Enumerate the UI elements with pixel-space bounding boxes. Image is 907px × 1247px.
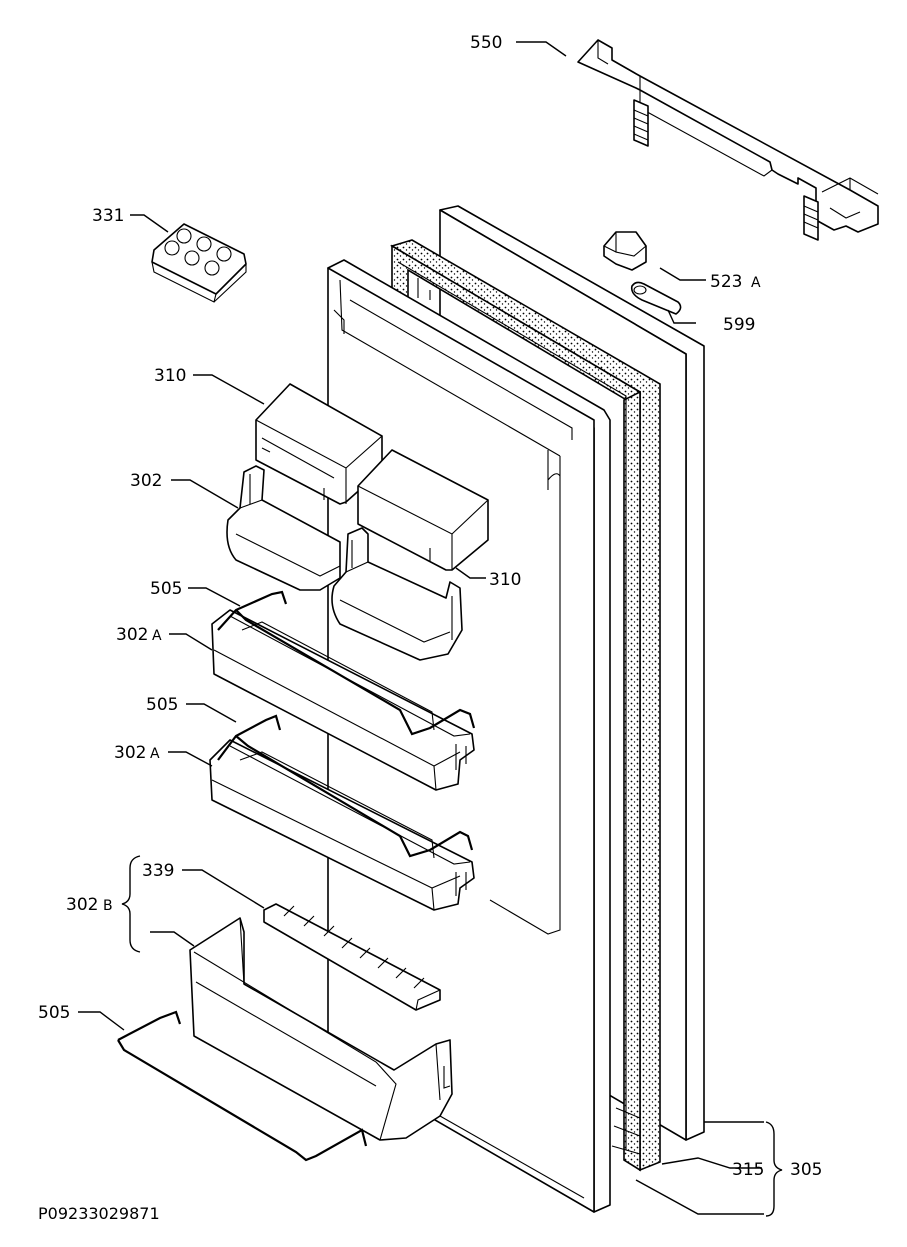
dairy-compartment-left: [226, 465, 341, 591]
label-315: 315: [732, 1160, 764, 1180]
label-302b-suffix: B: [103, 898, 113, 914]
label-505-bottom: 505: [38, 1003, 70, 1023]
door-gasket: [390, 239, 661, 1172]
leader-lines: [78, 41, 783, 1217]
hinge-pin: [630, 281, 682, 315]
dairy-lid-right: [357, 449, 489, 571]
door-shelf-upper: [211, 609, 475, 791]
label-523a-suffix: A: [751, 275, 761, 291]
retaining-bar-bottom: [117, 1010, 368, 1162]
bottle-divider: [263, 903, 441, 1011]
dairy-compartment-right: [331, 527, 463, 661]
part-labels: 550 331 523 A 599 310 302 310 505 302 A …: [38, 33, 822, 1180]
drawing-code: P09233029871: [38, 1204, 160, 1223]
retaining-bar-upper: [217, 590, 476, 736]
label-331: 331: [92, 206, 124, 226]
egg-tray: [151, 223, 247, 303]
label-302a-upper-number: 302: [116, 625, 148, 645]
label-550: 550: [470, 33, 502, 53]
label-302a-lower-suffix: A: [150, 746, 160, 762]
label-505-middle: 505: [146, 695, 178, 715]
label-505-upper: 505: [150, 579, 182, 599]
label-302: 302: [130, 471, 162, 491]
hinge-bushing: [603, 231, 647, 271]
label-599: 599: [723, 315, 755, 335]
label-302b-number: 302: [66, 895, 98, 915]
label-302a-upper-suffix: A: [152, 628, 162, 644]
retaining-bar-lower: [217, 714, 474, 858]
bottle-shelf: [189, 917, 453, 1141]
hinge-cover: [577, 39, 879, 241]
label-302a-lower-number: 302: [114, 743, 146, 763]
label-339: 339: [142, 861, 174, 881]
label-523a-number: 523: [710, 272, 742, 292]
label-310-top: 310: [154, 366, 186, 386]
label-305: 305: [790, 1160, 822, 1180]
label-310-right: 310: [489, 570, 521, 590]
door-shelf-lower: [209, 739, 475, 911]
